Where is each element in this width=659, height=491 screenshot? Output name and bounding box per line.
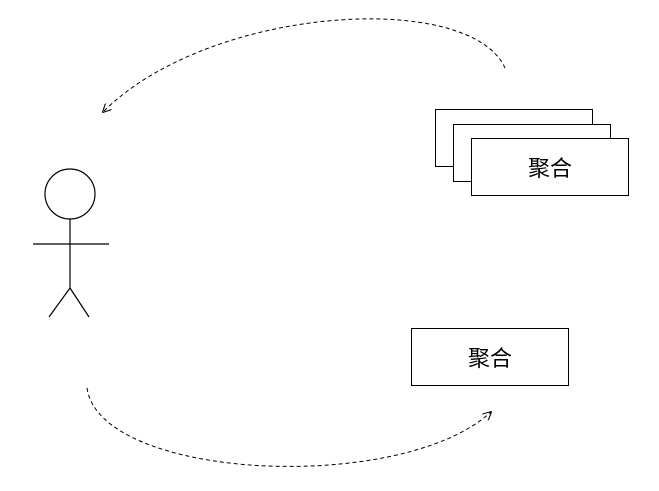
actor-right-leg [69,287,90,318]
bottom-dashed-arrow [86,387,491,467]
actor-left-leg [48,287,71,318]
aggregate-stack [435,109,629,196]
aggregate-stack-front [471,138,629,196]
actor-head [44,168,96,220]
top-dashed-arrow [103,18,506,112]
actor-stick-figure [33,168,109,318]
aggregate-single-box [411,328,569,386]
